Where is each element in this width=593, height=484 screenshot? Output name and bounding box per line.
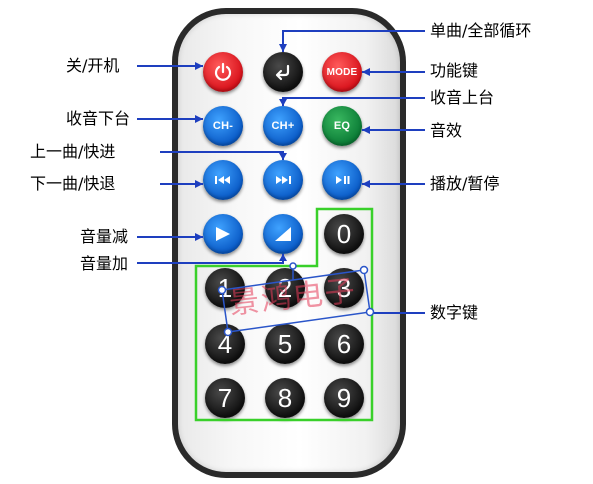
ch-plus-button[interactable]: CH+ xyxy=(263,106,303,146)
digit-6-label: 6 xyxy=(336,328,352,359)
label-prev-station: 收音下台 xyxy=(66,109,131,128)
digit-0-button[interactable]: 0 xyxy=(324,214,364,254)
digit-5-button[interactable]: 5 xyxy=(265,324,305,364)
mode-button-label: MODE xyxy=(326,66,358,78)
power-icon xyxy=(214,62,232,81)
digit-7-button[interactable]: 7 xyxy=(205,378,245,418)
next-track-button[interactable] xyxy=(263,160,303,200)
digit-5-label: 5 xyxy=(277,328,293,359)
label-power: 关/开机 xyxy=(66,56,120,75)
skip-forward-icon xyxy=(276,176,291,184)
return-icon xyxy=(275,64,290,81)
callout-line-loop xyxy=(282,30,425,52)
power-button[interactable] xyxy=(203,52,243,92)
digit-2-button[interactable]: 2 xyxy=(265,268,305,308)
digit-3-button[interactable]: 3 xyxy=(324,268,364,308)
eq-button[interactable]: EQ xyxy=(322,106,362,146)
watermark-frame xyxy=(217,262,375,337)
play-pause-button[interactable] xyxy=(322,160,362,200)
prev-track-button[interactable] xyxy=(203,160,243,200)
mode-button[interactable]: MODE xyxy=(322,52,362,92)
ch-minus-button[interactable]: CH- xyxy=(203,106,243,146)
volume-down-button[interactable] xyxy=(203,214,243,254)
label-eq: 音效 xyxy=(430,121,463,140)
digit-8-button[interactable]: 8 xyxy=(265,378,305,418)
label-vol-up: 音量加 xyxy=(80,254,129,273)
callout-line-ch-plus xyxy=(282,97,425,106)
eq-label: EQ xyxy=(333,120,351,132)
volume-down-icon xyxy=(216,227,230,241)
callout-line-prev xyxy=(160,151,284,160)
repeat-button[interactable] xyxy=(263,52,303,92)
label-play-pause: 播放/暂停 xyxy=(430,174,500,193)
digit-0-label: 0 xyxy=(336,218,352,249)
digit-3-label: 3 xyxy=(336,272,352,303)
label-vol-down: 音量减 xyxy=(80,227,129,246)
label-single-all-loop: 单曲/全部循环 xyxy=(430,21,532,40)
ch-plus-label: CH+ xyxy=(271,120,295,132)
label-function-key: 功能键 xyxy=(430,61,479,80)
ch-minus-label: CH- xyxy=(212,120,234,132)
label-next-track: 下一曲/快退 xyxy=(30,174,116,193)
volume-up-button[interactable] xyxy=(263,214,303,254)
volume-up-icon xyxy=(275,227,291,241)
digit-9-label: 9 xyxy=(336,382,352,413)
digit-8-label: 8 xyxy=(277,382,293,413)
play-pause-icon xyxy=(336,176,350,184)
digit-6-button[interactable]: 6 xyxy=(324,324,364,364)
label-number-keys: 数字键 xyxy=(430,303,479,322)
callout-line-vol-up xyxy=(137,254,284,264)
label-next-station: 收音上台 xyxy=(430,88,495,107)
label-prev-track: 上一曲/快进 xyxy=(30,142,116,161)
digit-7-label: 7 xyxy=(217,382,233,413)
skip-back-icon xyxy=(215,176,230,184)
digits-outline xyxy=(194,207,374,422)
digit-9-button[interactable]: 9 xyxy=(324,378,364,418)
